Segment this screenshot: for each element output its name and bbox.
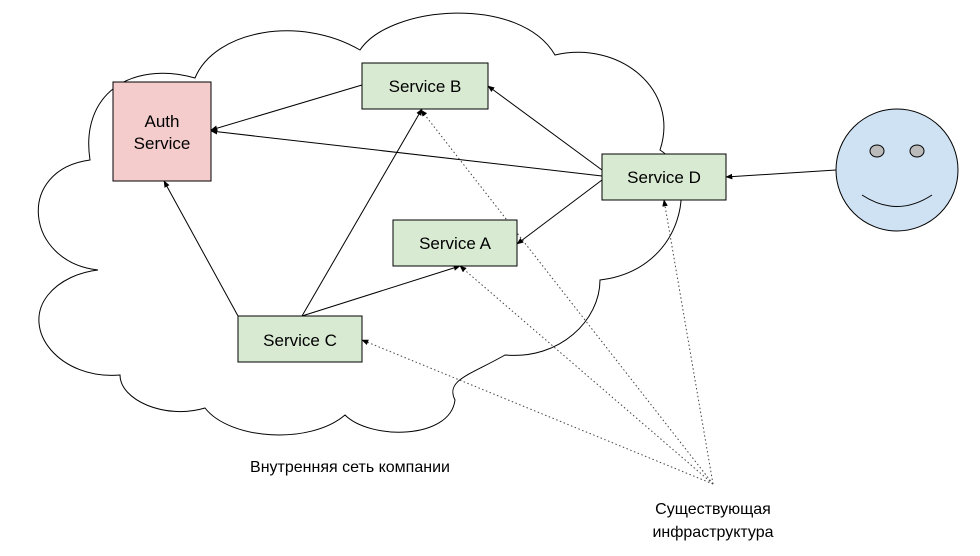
edge-service_d-to-service_b xyxy=(487,85,603,171)
edges-layer xyxy=(163,84,837,317)
user-smiley[interactable] xyxy=(835,108,959,232)
service-b-box xyxy=(361,62,489,110)
edge-service_c-to-service_a xyxy=(301,265,461,317)
service-d-label: Service D xyxy=(627,168,701,187)
service-d-box xyxy=(601,153,727,201)
auth-service-node[interactable]: Auth Service xyxy=(112,81,212,182)
service-a-box xyxy=(392,219,518,267)
edge-user-to-service_d xyxy=(725,169,837,180)
service-c-label: Service C xyxy=(263,331,337,350)
edge-service_c-to-service_b xyxy=(301,108,423,317)
auth-service-label-line2: Service xyxy=(134,134,191,153)
user-face xyxy=(835,108,959,232)
auth-service-label-line1: Auth xyxy=(145,112,180,131)
cloud-caption: Внутренняя сеть компании xyxy=(250,459,450,476)
infrastructure-caption-line2: инфраструктура xyxy=(652,524,773,541)
service-b-label: Service B xyxy=(389,77,462,96)
infrastructure-caption-line1: Существующая xyxy=(655,501,771,518)
user-left-eye-icon xyxy=(869,144,885,158)
edge-service_d-to-auth xyxy=(210,128,603,177)
edge-service_b-to-auth xyxy=(210,84,363,131)
user-right-eye-icon xyxy=(909,144,925,158)
infra-link-to-service_d xyxy=(662,199,714,485)
company-network-cloud xyxy=(38,12,682,436)
infra-link-to-service_b xyxy=(420,109,714,485)
service-b-node[interactable]: Service B xyxy=(361,62,489,110)
user-smile-icon xyxy=(861,194,933,207)
edge-service_c-to-auth xyxy=(163,180,239,317)
infra-link-to-service_c xyxy=(361,339,714,485)
service-d-node[interactable]: Service D xyxy=(601,153,727,201)
infrastructure-links xyxy=(361,109,714,485)
service-a-node[interactable]: Service A xyxy=(392,219,518,267)
auth-service-box xyxy=(112,81,212,182)
edge-service_d-to-service_a xyxy=(516,179,603,245)
service-c-node[interactable]: Service C xyxy=(237,315,363,363)
service-a-label: Service A xyxy=(419,234,491,253)
service-c-box xyxy=(237,315,363,363)
